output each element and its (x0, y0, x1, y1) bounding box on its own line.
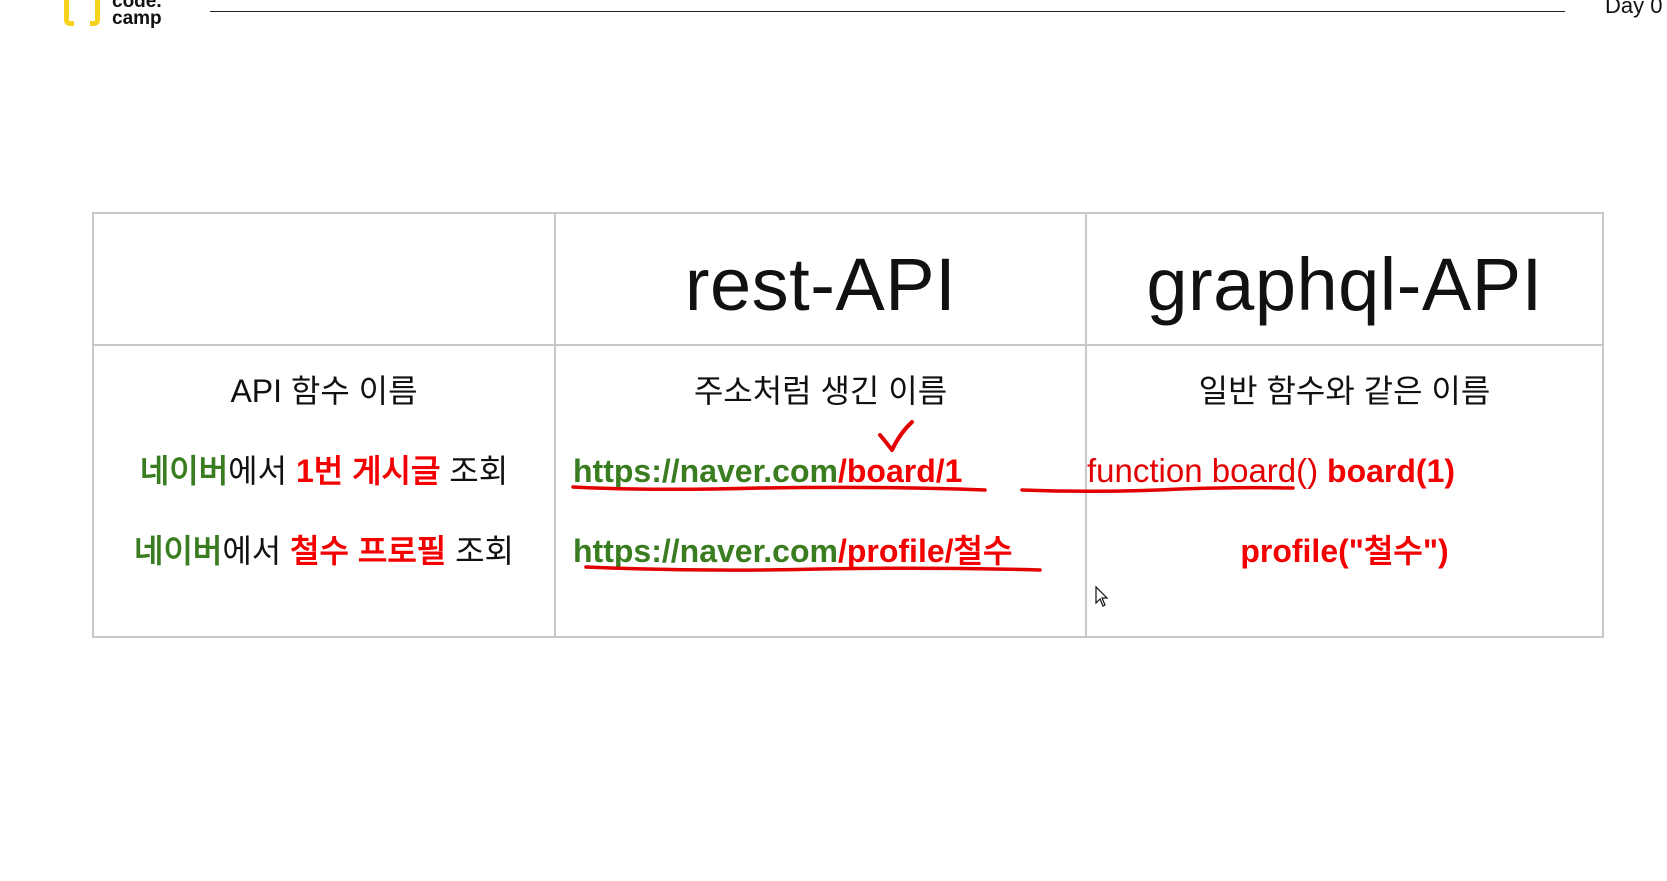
graphql-call-profile: profile("철수") (1240, 533, 1449, 569)
rest-url2-path: /profile/철수 (837, 533, 1013, 569)
graphql-naming-description: 일반 함수와 같은 이름 (1198, 373, 1491, 409)
header-cell-graphql: graphql-API (1085, 212, 1604, 346)
rest-url-board: https://naver.com/board/1 (556, 446, 1085, 496)
example1-target: 1번 게시글 (295, 453, 441, 489)
logo-right-brace-icon (90, 0, 100, 26)
example2-tail: 조회 (446, 533, 514, 569)
example2-description: 네이버에서 철수 프로필 조회 (94, 526, 554, 576)
header-cell-empty (92, 212, 556, 346)
handwritten-function-annotation: function board() (1087, 452, 1319, 489)
graphql-api-heading: graphql-API (1146, 242, 1543, 326)
example1-mid: 에서 (228, 453, 296, 489)
header-divider (210, 11, 1565, 12)
table-body-row: API 함수 이름 네이버에서 1번 게시글 조회 네이버에서 철수 프로필 조… (92, 344, 1604, 638)
example1-naver: 네이버 (139, 453, 229, 489)
rest-api-heading: rest-API (684, 242, 957, 326)
graphql-call-board: board(1) (1327, 453, 1456, 489)
rest-url1-base: https://naver.com (573, 453, 838, 489)
rest-cell: 주소처럼 생긴 이름 https://naver.com/board/1 htt… (554, 344, 1087, 638)
header-cell-rest: rest-API (554, 212, 1087, 346)
graphql-call-board-line: function board() board(1) (1087, 446, 1602, 496)
api-function-name-label: API 함수 이름 (230, 373, 418, 409)
table-header-row: rest-API graphql-API (92, 212, 1604, 346)
graphql-cell: 일반 함수와 같은 이름 function board() board(1) p… (1085, 344, 1604, 638)
example1-tail: 조회 (440, 453, 509, 489)
graphql-call-profile-line: profile("철수") (1087, 526, 1602, 576)
example2-target: 철수 프로필 (290, 533, 447, 569)
day-label: Day 0 (1605, 0, 1663, 18)
api-comparison-table: rest-API graphql-API API 함수 이름 네이버에서 1번 … (92, 212, 1604, 638)
rest-naming-description: 주소처럼 생긴 이름 (693, 373, 948, 409)
logo-text-line1: code. (112, 0, 162, 12)
logo-left-brace-icon (64, 0, 74, 26)
codecamp-logo: code. camp (62, 0, 182, 34)
rest-url1-path: /board/1 (837, 453, 963, 489)
example2-mid: 에서 (222, 533, 291, 569)
rest-url-profile: https://naver.com/profile/철수 (556, 526, 1085, 576)
label-cell: API 함수 이름 네이버에서 1번 게시글 조회 네이버에서 철수 프로필 조… (92, 344, 556, 638)
example2-naver: 네이버 (134, 533, 223, 569)
example1-description: 네이버에서 1번 게시글 조회 (94, 446, 554, 496)
logo-text-line2: camp (112, 8, 162, 29)
rest-url2-base: https://naver.com (573, 533, 838, 569)
